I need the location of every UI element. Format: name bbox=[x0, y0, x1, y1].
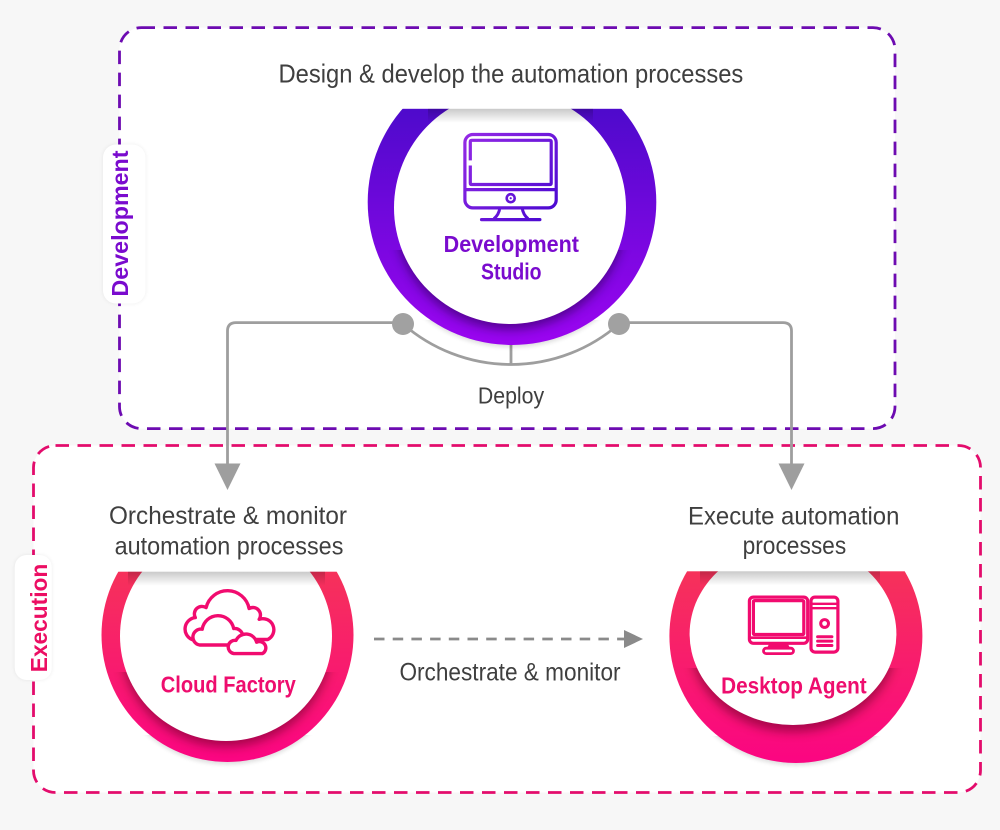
svg-text:Development: Development bbox=[107, 150, 133, 296]
svg-text:Orchestrate & monitor: Orchestrate & monitor bbox=[109, 502, 347, 530]
svg-text:Desktop Agent: Desktop Agent bbox=[721, 672, 867, 698]
svg-text:processes: processes bbox=[743, 532, 847, 560]
svg-text:Cloud Factory: Cloud Factory bbox=[161, 672, 296, 698]
svg-text:Execute automation: Execute automation bbox=[688, 502, 899, 530]
svg-text:Orchestrate & monitor: Orchestrate & monitor bbox=[399, 659, 620, 687]
svg-text:Studio: Studio bbox=[481, 258, 542, 284]
svg-text:Execution: Execution bbox=[26, 564, 52, 672]
svg-text:Development: Development bbox=[444, 231, 580, 257]
svg-text:Design & develop the automatio: Design & develop the automation processe… bbox=[279, 59, 744, 89]
svg-text:automation processes: automation processes bbox=[115, 532, 344, 560]
svg-text:Deploy: Deploy bbox=[478, 383, 545, 409]
